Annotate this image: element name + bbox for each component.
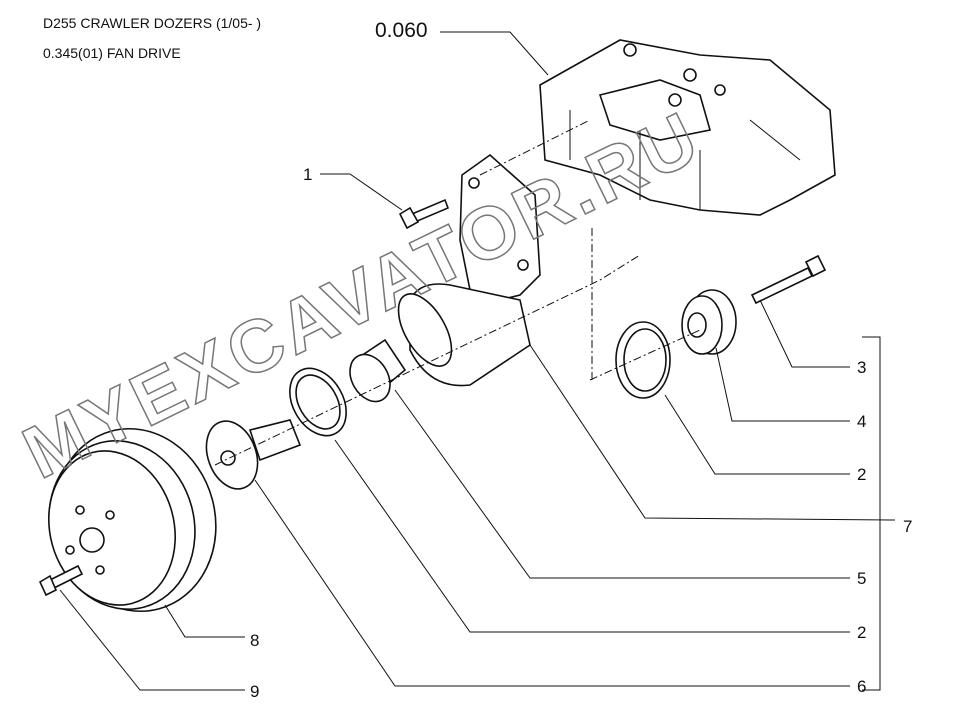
engine-block xyxy=(539,39,836,216)
callout-8: 8 xyxy=(250,631,259,650)
callout-1: 1 xyxy=(303,165,312,184)
callout-4: 4 xyxy=(857,412,866,431)
leader-lines xyxy=(59,31,896,691)
callout-2-right: 2 xyxy=(857,465,866,484)
reference-label: 0.060 xyxy=(375,19,428,42)
bolt-3 xyxy=(750,254,827,305)
model-title: D255 CRAWLER DOZERS (1/05- ) xyxy=(43,15,262,31)
callout-5: 5 xyxy=(857,569,866,588)
callout-6: 6 xyxy=(857,677,866,696)
idler-pulley xyxy=(681,289,737,355)
bolt-9 xyxy=(38,564,84,597)
callout-3: 3 xyxy=(857,358,866,377)
callout-2-left: 2 xyxy=(857,623,866,642)
fan-bracket xyxy=(397,153,541,387)
fan-pulley xyxy=(48,427,217,613)
callout-7: 7 xyxy=(903,517,912,536)
section-title: 0.345(01) FAN DRIVE xyxy=(43,45,181,61)
snap-ring-right-inner xyxy=(623,328,667,392)
centerline xyxy=(214,119,701,466)
snap-ring-left-inner xyxy=(295,374,341,430)
callout-9: 9 xyxy=(250,682,259,701)
bearing xyxy=(349,338,407,403)
watermark: MYEXCAVATOR.RU xyxy=(11,95,714,495)
hub-shaft xyxy=(205,419,302,490)
bolt-1 xyxy=(398,198,450,230)
